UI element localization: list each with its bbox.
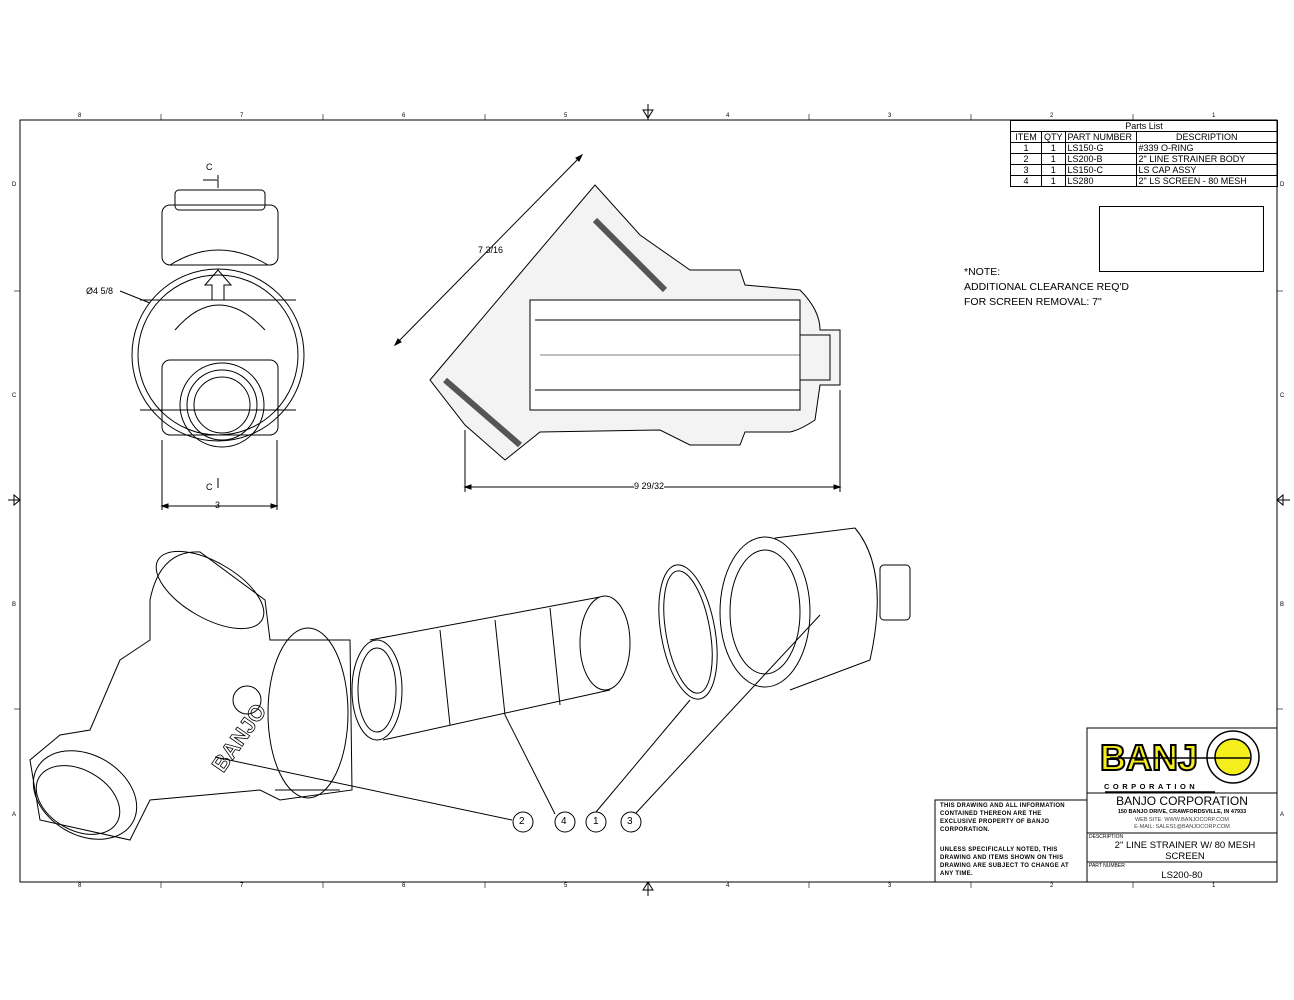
cell-item: 3	[1010, 164, 1042, 176]
exploded-view: BANJO	[29, 527, 911, 841]
cell-qty: 1	[1041, 153, 1066, 165]
company-address: 150 BANJO DRIVE, CRAWFORDSVILLE, IN 4793…	[1117, 809, 1247, 815]
cell-part-number: LS280	[1064, 175, 1137, 187]
dimension-diagonal: 7 3/16	[478, 245, 504, 255]
zone-col-5: 5	[564, 113, 568, 119]
dimension-width: 3	[215, 500, 221, 510]
part-number-label: PART NUMBER	[1089, 863, 1125, 869]
cell-part-number: LS150-G	[1064, 142, 1137, 154]
cell-description: LS CAP ASSY	[1135, 164, 1279, 176]
centering-marks	[8, 104, 1290, 896]
legal-notice-change: UNLESS SPECIFICALLY NOTED, THIS DRAWING …	[940, 847, 1069, 877]
logo-subtitle: CORPORATION	[1104, 782, 1199, 791]
zone-row-a-right: A	[1280, 812, 1285, 818]
zone-col-4-bottom: 4	[726, 883, 730, 889]
zone-col-8: 8	[78, 113, 82, 119]
zone-row-c-right: C	[1280, 393, 1285, 399]
dimension-length: 9 29/32	[634, 481, 665, 491]
zone-col-3: 3	[888, 113, 892, 119]
description-label: DESCRIPTION	[1089, 834, 1124, 840]
front-view	[119, 175, 305, 510]
cell-item: 1	[1010, 142, 1042, 154]
company-website: WEB SITE: WWW.BANJOCORP.COM	[1134, 817, 1229, 823]
zone-col-1: 1	[1212, 113, 1216, 119]
drawing-description: 2" LINE STRAINER W/ 80 MESH SCREEN	[1114, 840, 1256, 862]
zone-col-6-bottom: 6	[402, 883, 406, 889]
company-name: BANJO CORPORATION	[1116, 794, 1248, 808]
title-block-frame	[934, 727, 1278, 883]
cell-part-number: LS200-B	[1064, 153, 1137, 165]
legal-notice-property: THIS DRAWING AND ALL INFORMATION CONTAIN…	[940, 803, 1065, 833]
cell-qty: 1	[1041, 142, 1066, 154]
zone-row-a: A	[12, 812, 17, 818]
zone-col-8-bottom: 8	[78, 883, 82, 889]
zone-col-6: 6	[402, 113, 406, 119]
cell-item: 2	[1010, 153, 1042, 165]
zone-col-1-bottom: 1	[1212, 883, 1216, 889]
zone-col-2: 2	[1050, 113, 1054, 119]
balloons	[512, 811, 642, 833]
header-qty: QTY	[1041, 131, 1066, 143]
cell-part-number: LS150-C	[1064, 164, 1137, 176]
cell-item: 4	[1010, 175, 1042, 187]
cell-description: 2" LS SCREEN - 80 MESH	[1135, 175, 1279, 187]
clearance-note: *NOTE: ADDITIONAL CLEARANCE REQ'D FOR SC…	[964, 265, 1129, 310]
header-part-number: PART NUMBER	[1064, 131, 1137, 143]
dimension-diameter: Ø4 5/8	[86, 286, 114, 296]
header-description: DESCRIPTION	[1135, 131, 1279, 143]
zone-col-3-bottom: 3	[888, 883, 892, 889]
parts-list-table: Parts List ITEM QTY PART NUMBER DESCRIPT…	[1010, 120, 1279, 187]
section-view	[393, 153, 842, 492]
banjo-logo: BANJ	[1099, 730, 1260, 793]
section-label-bottom: C	[206, 482, 213, 492]
zone-col-7: 7	[240, 113, 244, 119]
zone-ticks	[14, 114, 1283, 888]
balloon-4: 4	[561, 816, 567, 827]
zone-col-4: 4	[726, 113, 730, 119]
header-item: ITEM	[1010, 131, 1042, 143]
cell-description: 2" LINE STRAINER BODY	[1135, 153, 1279, 165]
balloon-1: 1	[593, 816, 599, 827]
zone-col-7-bottom: 7	[240, 883, 244, 889]
parts-list-title: Parts List	[1010, 120, 1278, 132]
zone-row-b-right: B	[1280, 602, 1285, 608]
zone-row-b: B	[12, 602, 17, 608]
leaders	[214, 614, 821, 821]
zone-col-2-bottom: 2	[1050, 883, 1054, 889]
company-email: E-MAIL: SALES1@BANJOCORP.COM	[1134, 824, 1230, 830]
section-label-top: C	[206, 162, 213, 172]
cell-description: #339 O-RING	[1135, 142, 1279, 154]
cell-qty: 1	[1041, 164, 1066, 176]
note-line: FOR SCREEN REMOVAL: 7"	[964, 296, 1102, 308]
zone-col-5-bottom: 5	[564, 883, 568, 889]
zone-row-d-right: D	[1280, 182, 1285, 188]
revision-box	[1099, 206, 1264, 272]
balloon-3: 3	[627, 816, 633, 827]
cell-qty: 1	[1041, 175, 1066, 187]
note-heading: *NOTE:	[964, 266, 1001, 278]
drawing-part-number: LS200-80	[1161, 870, 1203, 881]
zone-row-c: C	[12, 393, 17, 399]
zone-row-d: D	[12, 182, 17, 188]
balloon-2: 2	[519, 816, 525, 827]
note-line: ADDITIONAL CLEARANCE REQ'D	[964, 281, 1129, 293]
